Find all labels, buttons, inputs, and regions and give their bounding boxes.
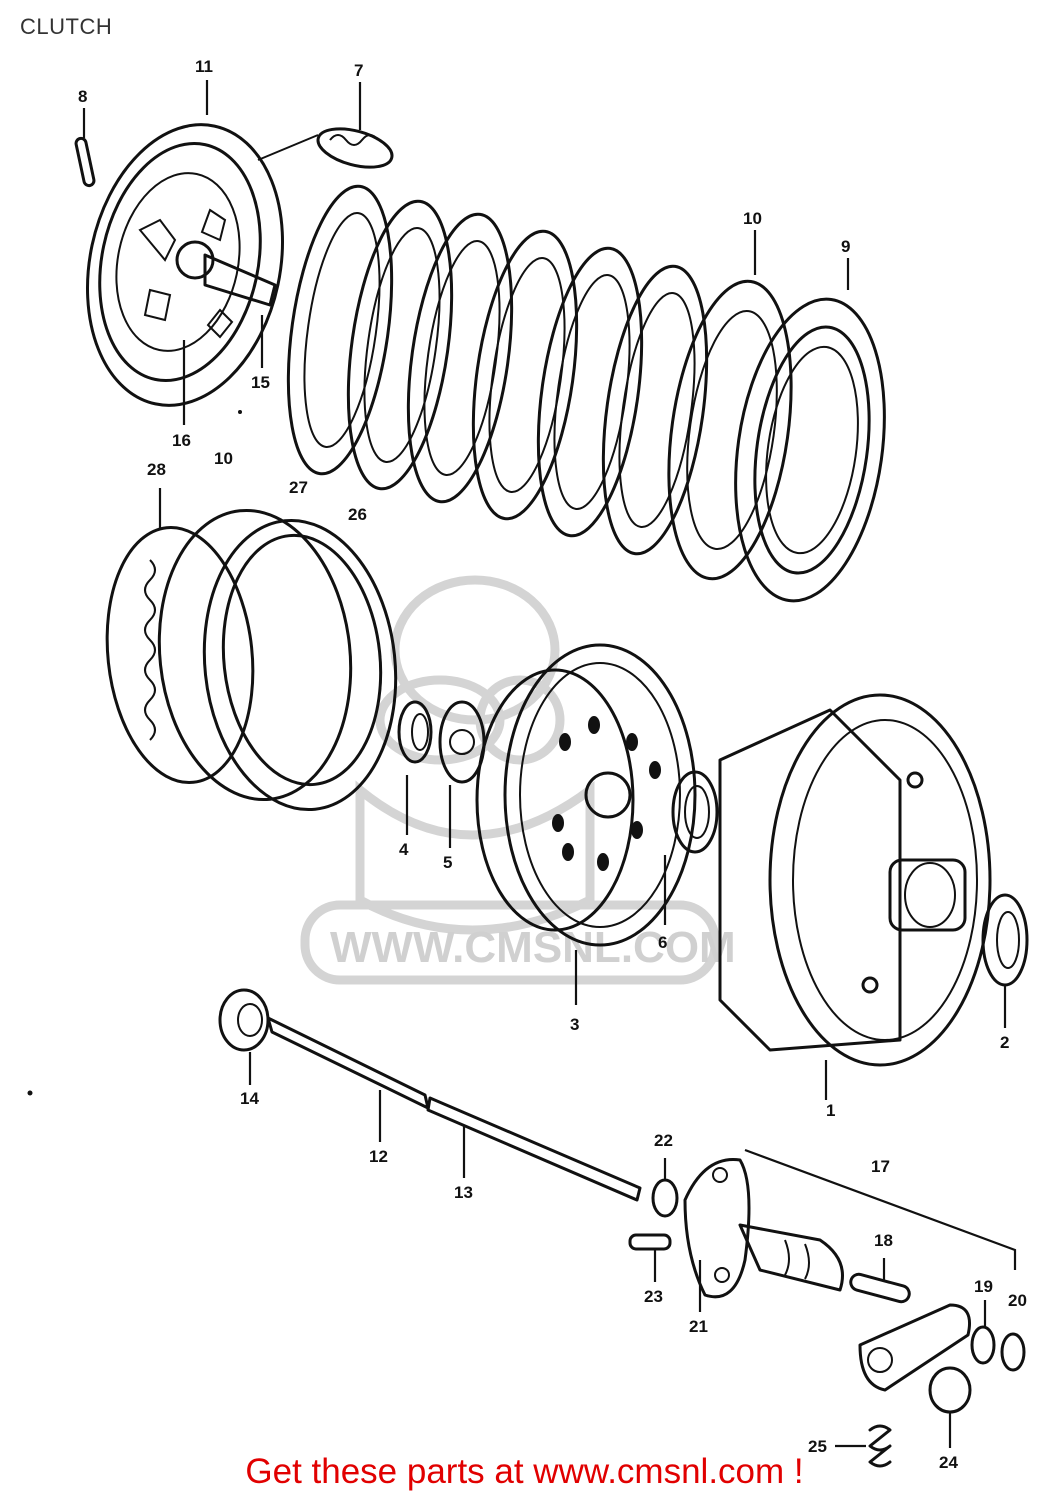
callout-17: 17 [871, 1157, 890, 1176]
part-22-bearing [651, 1178, 679, 1218]
callout-5: 5 [443, 853, 452, 872]
callout-14: 14 [240, 1089, 259, 1108]
callout-10-left: 10 [214, 449, 233, 468]
callout-leaders [82, 80, 1007, 1448]
callout-18: 18 [874, 1231, 893, 1250]
part-24-bushing [928, 1366, 972, 1414]
callout-27: 27 [289, 478, 308, 497]
release-lever [858, 1303, 971, 1392]
part-3-sleeve-hub [475, 643, 697, 947]
part-18-pin [849, 1272, 911, 1304]
part-4-bearing [397, 700, 433, 764]
callout-3: 3 [570, 1015, 579, 1034]
callout-24: 24 [939, 1453, 958, 1472]
callout-23: 23 [644, 1287, 663, 1306]
part-2-washer [981, 893, 1029, 987]
callout-7: 7 [354, 61, 363, 80]
callout-20: 20 [1008, 1291, 1027, 1310]
callout-11: 11 [195, 57, 213, 76]
callout-28: 28 [147, 460, 166, 479]
clutch-plate-stack [286, 184, 886, 603]
part-6-thrust-washer [671, 770, 719, 854]
part-12-push-rod [266, 1016, 430, 1110]
part-13-push-rod [426, 1096, 642, 1202]
part-23-screw [628, 1233, 672, 1251]
callout-4: 4 [399, 840, 409, 859]
part-11-pressure-plate [85, 123, 285, 407]
callout-9: 9 [841, 237, 850, 256]
callout-19: 19 [974, 1277, 993, 1296]
callout-25: 25 [808, 1437, 827, 1456]
part-1-clutch-housing [718, 693, 992, 1067]
callout-8: 8 [78, 87, 87, 106]
page-title: CLUTCH [20, 14, 113, 39]
part-25-spring [868, 1424, 892, 1468]
part-7-spring [257, 127, 394, 169]
part-17-release-shaft [738, 1148, 1017, 1292]
callout-labels: 1 2 3 4 5 6 7 8 9 10 10 11 12 13 14 15 1… [78, 57, 1027, 1472]
callout-21: 21 [689, 1317, 708, 1336]
part-20-circlip [1000, 1332, 1026, 1372]
part-5-washer [438, 700, 486, 784]
part-8-pin [74, 136, 96, 188]
callout-2: 2 [1000, 1033, 1009, 1052]
callout-1: 1 [826, 1101, 835, 1120]
part-28-clutch-hub [105, 508, 398, 812]
callout-6: 6 [658, 933, 667, 952]
part-21-release-flange [683, 1158, 751, 1299]
callout-26: 26 [348, 505, 367, 524]
watermark: WWW.CMSNL.COM [300, 575, 736, 985]
get-parts-link[interactable]: Get these parts at www.cmsnl.com ! [245, 1452, 804, 1491]
callout-15: 15 [251, 373, 270, 392]
watermark-text: WWW.CMSNL.COM [330, 923, 736, 972]
callout-12: 12 [369, 1147, 388, 1166]
part-14-oil-seal [218, 988, 270, 1052]
callout-22: 22 [654, 1131, 673, 1150]
callout-10-top: 10 [743, 209, 762, 228]
callout-16: 16 [172, 431, 191, 450]
part-19-washer [970, 1325, 996, 1365]
callout-13: 13 [454, 1183, 473, 1202]
